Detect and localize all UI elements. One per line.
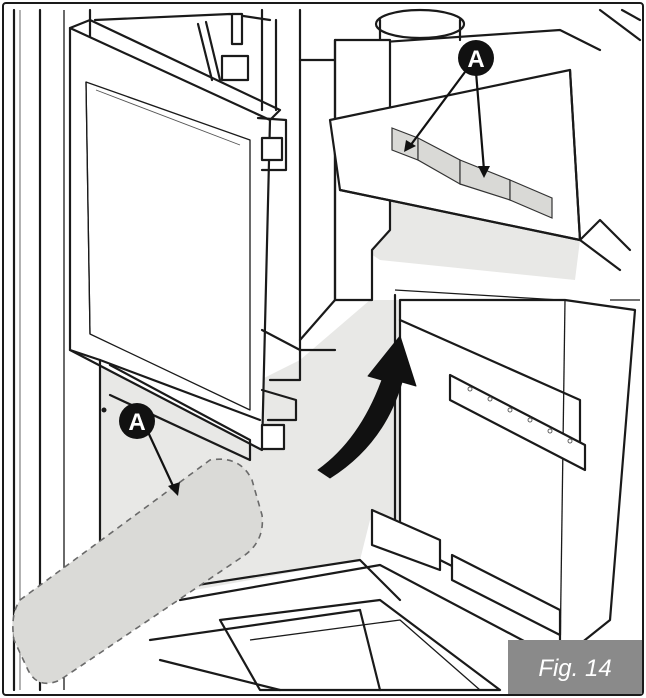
open-door (68, 18, 302, 462)
callout-a-top: A (404, 40, 494, 178)
firebox-base (98, 358, 562, 692)
callout-a-top-circle (458, 40, 494, 76)
right-side-wall (370, 289, 637, 662)
callout-a-left-label: A (128, 409, 145, 436)
figure-label: Fig. 14 (538, 655, 611, 682)
removable-brick-highlight (12, 458, 264, 685)
right-frame-rails (598, 8, 642, 301)
callout-a-left-circle (119, 403, 155, 439)
upper-baffle (328, 68, 632, 272)
rotation-arrow (317, 335, 417, 479)
upper-baffle-shade (335, 200, 580, 280)
callout-a-top-label: A (467, 46, 484, 73)
figure-label-bg (508, 640, 642, 694)
figure-label-badge: Fig. 14 (508, 640, 642, 694)
callout-a-left: A (119, 403, 180, 496)
